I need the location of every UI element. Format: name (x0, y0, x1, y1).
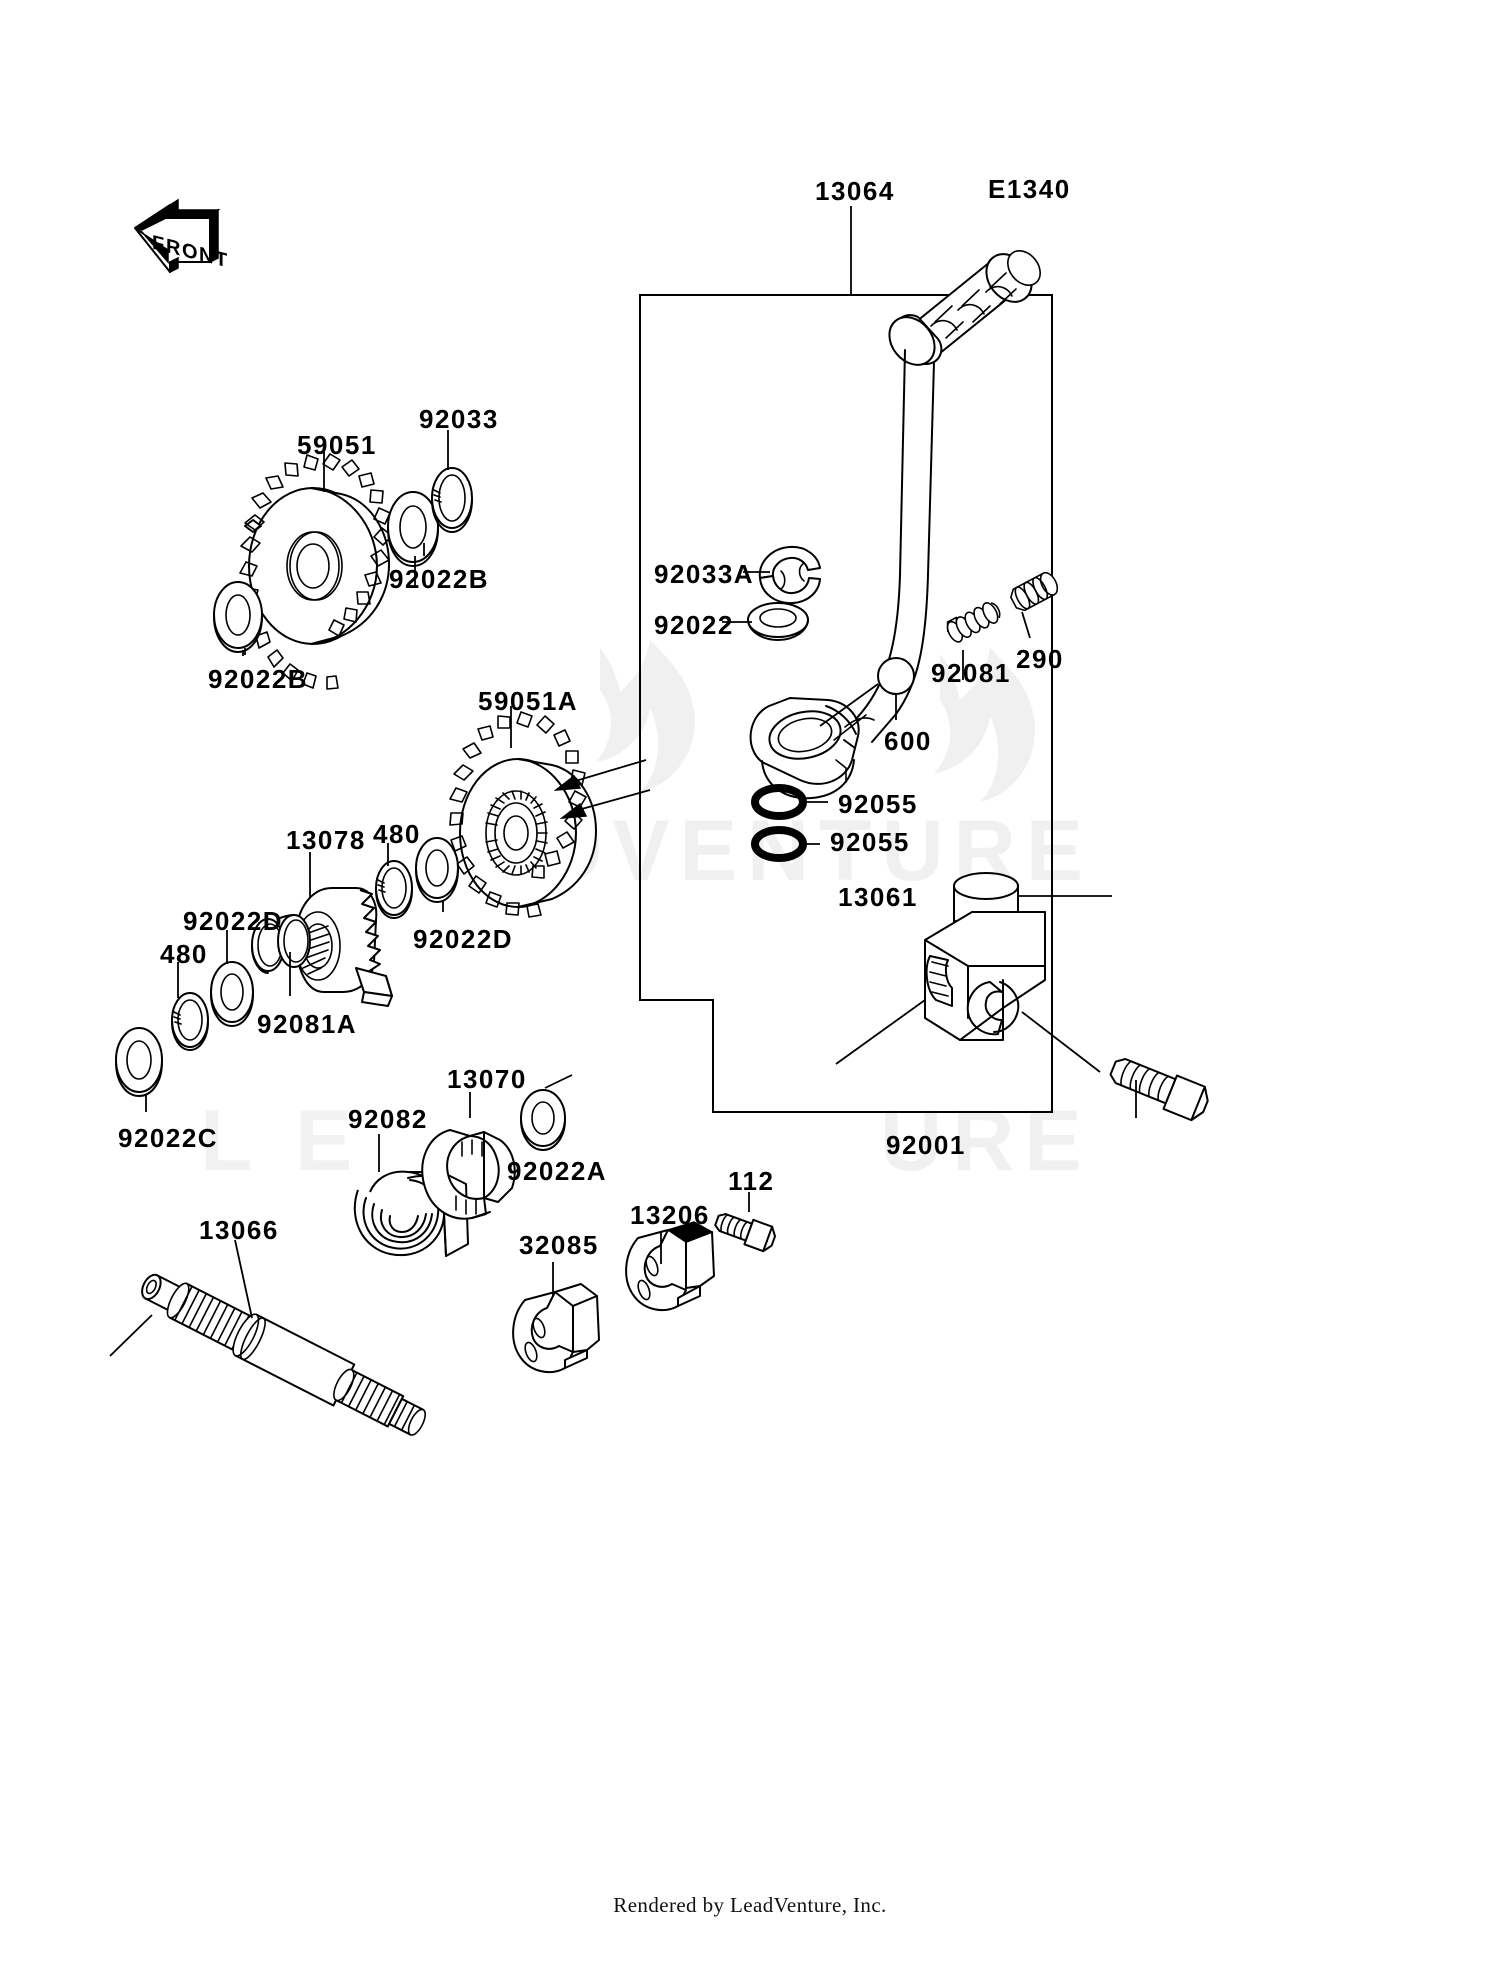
part-92055-oring-upper (751, 784, 828, 820)
callout-13070: 13070 (447, 1064, 527, 1094)
part-92022D-right-washer (415, 837, 459, 912)
svg-text:N: N (199, 243, 213, 268)
callout-92022D-right: 92022D (413, 924, 514, 954)
callout-13064: 13064 (815, 176, 895, 206)
callout-112: 112 (728, 1166, 775, 1196)
part-92033-snap-ring (431, 430, 473, 533)
part-92022B-upper-washer (387, 491, 439, 567)
callout-92022B-upper: 92022B (389, 564, 490, 594)
callout-13061: 13061 (838, 882, 918, 912)
part-92081-spring (946, 602, 1001, 680)
svg-text:T: T (215, 247, 228, 272)
front-arrow-icon: F R O N T (134, 198, 228, 274)
callout-92081A: 92081A (257, 1009, 358, 1039)
callout-13206: 13206 (630, 1200, 710, 1230)
part-13066-kick-shaft (109, 1239, 426, 1436)
callout-13066: 13066 (199, 1215, 279, 1245)
callout-92022D-left: 92022D (183, 906, 284, 936)
lever-boss (749, 697, 860, 800)
part-92081A-spring-washers (251, 914, 311, 996)
footer-credit: Rendered by LeadVenture, Inc. (613, 1893, 887, 1917)
part-290-pin (1010, 571, 1059, 639)
part-13206-bracket (625, 1221, 715, 1312)
part-92022A-washer (520, 1074, 573, 1151)
callout-290: 290 (1016, 644, 1064, 674)
part-92001-hex-bolt (835, 999, 1209, 1122)
part-13061-clamp-block (924, 872, 1112, 1041)
callout-13078: 13078 (286, 825, 366, 855)
callout-92022C: 92022C (118, 1123, 219, 1153)
part-92055-oring-lower (751, 826, 820, 862)
callout-480-upper: 480 (373, 819, 421, 849)
callout-59051A: 59051A (478, 686, 579, 716)
svg-text:F: F (152, 232, 164, 257)
part-13064-kick-lever (749, 250, 1041, 800)
callout-92082: 92082 (348, 1104, 428, 1134)
part-59051-gear (239, 450, 393, 690)
part-600-steel-ball (819, 657, 915, 727)
part-480-upper-circlip (375, 843, 413, 919)
part-480-lower-circlip (171, 962, 209, 1051)
svg-text:R: R (166, 235, 181, 260)
part-92022B-lower-washer (213, 581, 263, 656)
callout-32085: 32085 (519, 1230, 599, 1260)
part-92022D-left-washer (210, 930, 254, 1027)
callout-92022: 92022 (654, 610, 734, 640)
part-92033A-eclip (743, 545, 821, 605)
part-32085-stopper-plate (512, 1262, 600, 1374)
callout-92055-upper: 92055 (838, 789, 918, 819)
callout-600: 600 (884, 726, 932, 756)
callout-92022A: 92022A (507, 1156, 608, 1186)
part-92022C-washer (115, 1027, 163, 1112)
callout-59051: 59051 (297, 430, 377, 460)
callout-92033: 92033 (419, 404, 499, 434)
sheet-code: E1340 (988, 174, 1071, 204)
part-112-bolt (714, 1192, 777, 1253)
part-59051A-gear (449, 706, 651, 918)
callout-92033A: 92033A (654, 559, 755, 589)
part-13078-ratchet-gear (295, 852, 393, 1007)
callout-480-lower: 480 (160, 939, 208, 969)
callout-92081: 92081 (931, 658, 1011, 688)
callout-92055-lower: 92055 (830, 827, 910, 857)
callout-92022B-lower: 92022B (208, 664, 309, 694)
callout-92001: 92001 (886, 1130, 966, 1160)
part-92022-washer (722, 602, 809, 641)
svg-text:O: O (182, 239, 198, 265)
part-13070-guide-collar (421, 1092, 516, 1220)
